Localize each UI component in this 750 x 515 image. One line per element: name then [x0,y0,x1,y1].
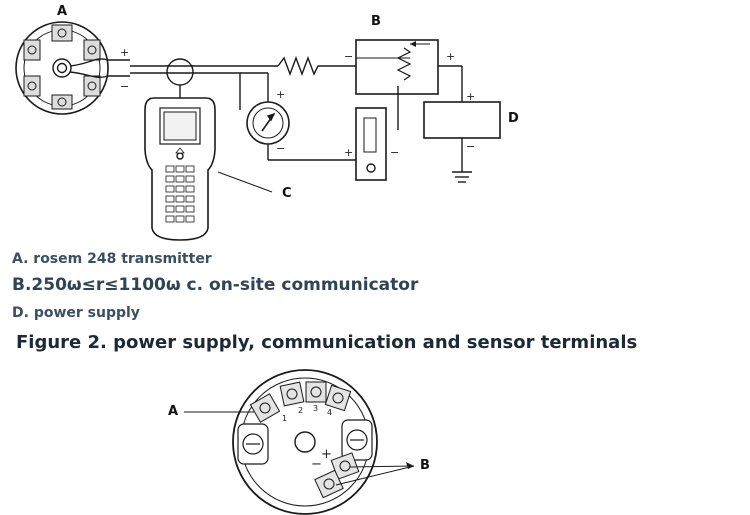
label-resistor-box: B [371,14,381,29]
sign-minus-meter: − [276,142,286,155]
legend-line-a: A. rosem 248 transmitter [12,251,212,267]
transmitter-terminal-blocks [23,24,101,110]
transmitter-housing-top [15,21,130,115]
figure-caption: Figure 2. power supply, communication an… [16,332,638,353]
sign-plus-meter: + [276,88,286,101]
sign-plus-sensor: + [344,146,354,159]
terminal-label-a: A [168,404,179,419]
terminal-number-1: 1 [282,414,288,423]
sign-plus-resistor: + [446,50,456,63]
label-communicator: C [282,186,292,201]
current-meter [246,101,290,145]
series-resistor [277,56,356,76]
terminal-plus: + [321,447,332,462]
sign-minus-power: − [466,140,476,153]
legend-line-d: D. power supply [12,305,140,321]
power-terminals [314,452,360,499]
power-supply [423,65,501,183]
sign-minus-resistor: − [344,50,354,63]
resistor-box [355,39,439,130]
sign-plus-transmitter: + [120,46,130,59]
terminal-minus: − [311,457,322,472]
sign-plus-power: + [466,90,476,103]
terminal-label-b: B [420,458,430,473]
sensor-element [355,107,387,181]
communicator-clip [166,58,194,86]
sign-minus-sensor: − [390,146,400,159]
label-power-supply: D [508,111,519,126]
label-transmitter: A [57,4,68,19]
sign-minus-transmitter: − [120,80,130,93]
sensor-terminals [249,381,352,423]
communicator-keypad [165,165,195,223]
terminal-number-2: 2 [298,406,304,415]
terminal-number-3: 3 [313,404,319,413]
handheld-communicator [144,97,273,241]
legend-line-b: B.250ω≤r≤1100ω c. on-site communicator [12,275,419,295]
terminal-housing-bottom [184,369,415,515]
terminal-number-4: 4 [327,408,333,417]
